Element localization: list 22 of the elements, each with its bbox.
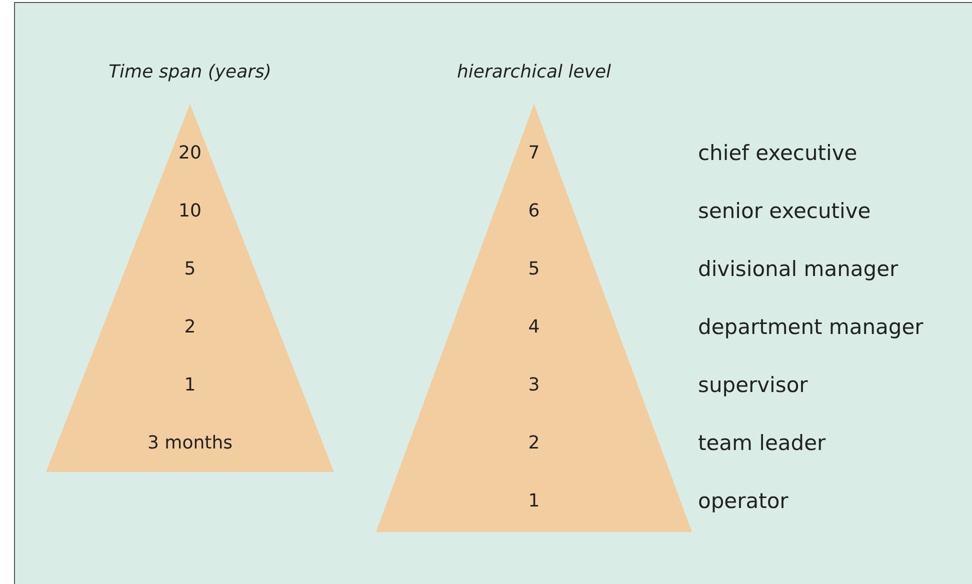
job-title: chief executive [698,141,858,165]
level-number: 7 [528,142,540,164]
axis-title: hierarchical level [456,62,612,82]
job-title: senior executive [698,199,871,223]
level-number: 1 [528,490,540,512]
level-number: 3 [528,374,540,396]
level-number: 6 [528,200,540,222]
time-span-value: 2 [184,316,196,338]
job-title: operator [698,489,788,513]
job-title: team leader [698,431,826,455]
axis-title: Time span (years) [108,62,272,82]
job-title: department manager [698,315,924,339]
time-span-value: 1 [184,374,196,396]
time-span-value: 20 [178,142,202,164]
time-span-value: 5 [184,258,196,280]
job-title: divisional manager [698,257,898,281]
level-number: 5 [528,258,540,280]
level-number: 4 [528,316,540,338]
job-title: supervisor [698,373,808,397]
time-span-value: 10 [178,200,202,222]
time-span-value: 3 months [148,432,232,454]
level-number: 2 [528,432,540,454]
